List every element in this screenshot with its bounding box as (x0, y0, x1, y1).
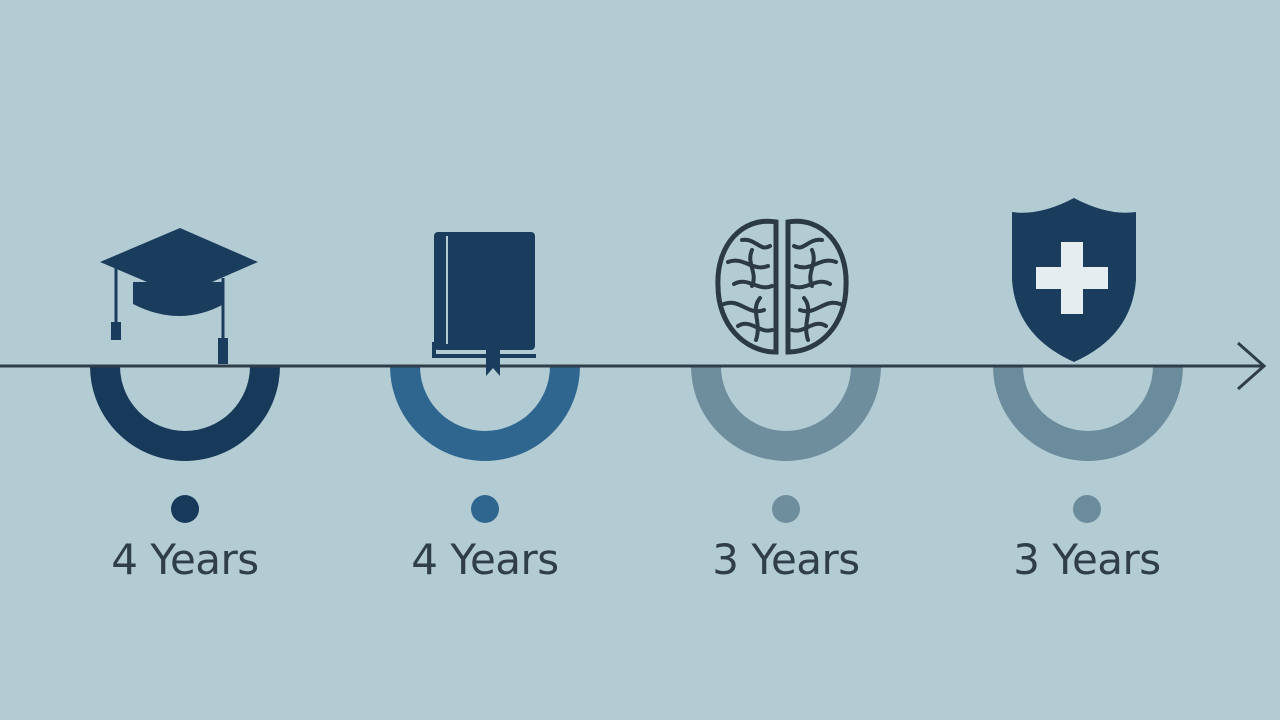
milestone-3-ring (691, 366, 881, 461)
timeline-arrowhead (1237, 341, 1267, 391)
milestone-1-ring (90, 366, 280, 461)
milestone-2-duration: 4 Years (411, 535, 559, 584)
milestone-2-ring (390, 366, 580, 461)
milestone-3-duration: 3 Years (712, 535, 860, 584)
book-icon (432, 232, 536, 376)
milestone-1-duration: 4 Years (111, 535, 259, 584)
brain-icon (715, 218, 849, 355)
graduation-cap-icon (100, 228, 258, 364)
milestone-2-dot (471, 495, 499, 523)
medical-shield-icon (1012, 198, 1136, 362)
milestone-3-dot (772, 495, 800, 523)
milestone-4-duration: 3 Years (1013, 535, 1161, 584)
milestone-4-ring (993, 366, 1183, 461)
milestone-1-dot (171, 495, 199, 523)
milestone-4-dot (1073, 495, 1101, 523)
